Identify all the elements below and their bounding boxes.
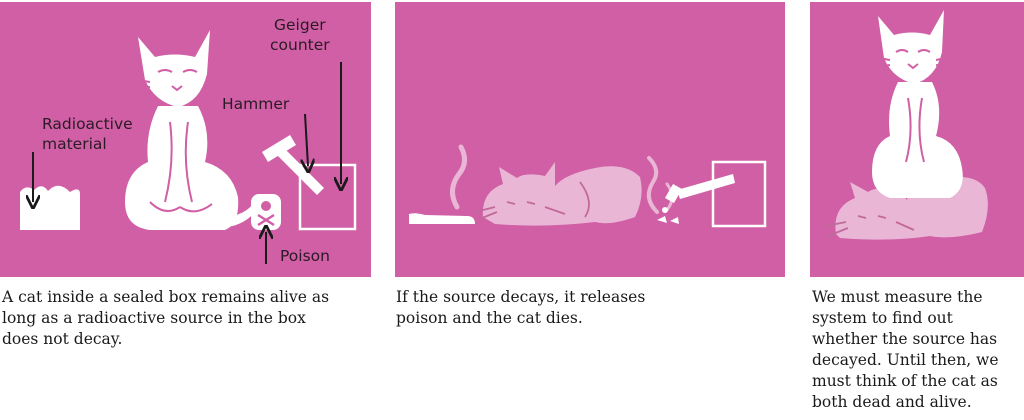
label-hammer: Hammer [222, 95, 290, 113]
panel-superposition-illustration [825, 10, 988, 240]
caption-panel-3: We must measure the system to find out w… [812, 288, 999, 411]
dead-cat-figure [482, 162, 642, 226]
superposed-alive-cat-face [867, 49, 959, 163]
alive-cat-face [124, 69, 229, 213]
hammer-fallen [665, 174, 735, 203]
label-poison: Poison [280, 247, 330, 265]
broken-poison [657, 207, 679, 224]
dead-cat-face [474, 181, 590, 221]
panel-alive: Radioactive material Geiger counter Hamm… [0, 2, 371, 277]
caption-panel-2: If the source decays, it releases poison… [396, 288, 646, 327]
panel-superposition [810, 2, 1024, 277]
geiger-counter-box [298, 163, 357, 231]
alive-cat-figure [125, 30, 255, 230]
panel-dead-illustration [409, 144, 767, 228]
label-radioactive-line2: material [42, 135, 107, 153]
smoke-left [450, 144, 467, 210]
label-geiger-line2: counter [270, 36, 330, 54]
smoke-right [646, 156, 659, 214]
caption-panel-1: A cat inside a sealed box remains alive … [2, 288, 330, 348]
superposed-dead-cat-face [825, 215, 915, 237]
superposed-alive-cat [872, 10, 963, 198]
geiger-counter-box-2 [711, 160, 767, 228]
arrow-hammer [305, 113, 308, 166]
hammer-shape [262, 135, 324, 195]
radioactive-material-shape [20, 185, 80, 230]
panel-alive-illustration [20, 30, 357, 264]
poison-bottle [251, 194, 281, 230]
label-radioactive-line1: Radioactive [42, 115, 133, 133]
label-geiger-line1: Geiger [274, 16, 326, 34]
panel-dead [395, 2, 785, 277]
decayed-source-shape [409, 213, 475, 224]
